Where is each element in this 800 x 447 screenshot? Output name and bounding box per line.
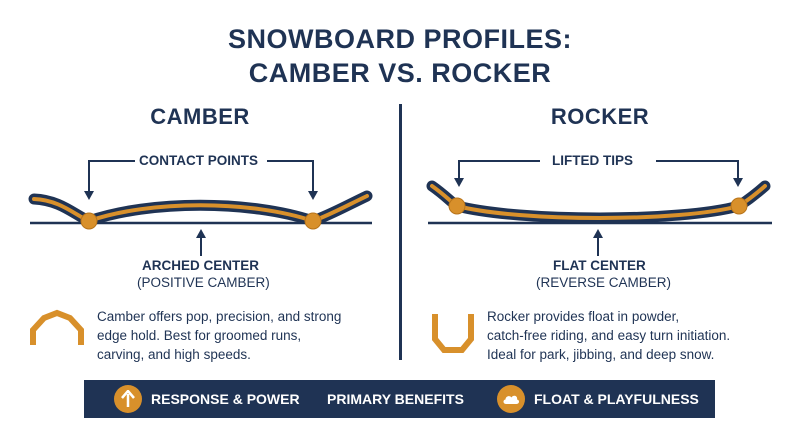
benefit-response-power: RESPONSE & POWER (114, 380, 300, 418)
benefit-float-playfulness-label: FLOAT & PLAYFULNESS (534, 391, 699, 407)
camber-board-core (32, 194, 369, 224)
rocker-callout-flat-center: FLAT CENTER (553, 258, 646, 273)
camber-callout-contact-points: CONTACT POINTS (139, 153, 258, 168)
camber-description-line-2: edge hold. Best for groomed runs, (97, 328, 302, 343)
rocker-callout-lifted-tips: LIFTED TIPS (552, 153, 633, 168)
title-line-2: CAMBER VS. ROCKER (248, 58, 552, 88)
rocker-arrow-right-head (733, 178, 743, 187)
rocker-arrow-right-line (656, 160, 739, 180)
benefit-response-power-label: RESPONSE & POWER (151, 391, 300, 407)
primary-benefits-label: PRIMARY BENEFITS (327, 380, 464, 418)
camber-center-arrow-head (196, 229, 206, 238)
page-title: SNOWBOARD PROFILES: CAMBER VS. ROCKER (0, 22, 800, 90)
camber-contact-point-left (80, 212, 98, 230)
rocker-callout-subtitle: (REVERSE CAMBER) (536, 275, 672, 290)
camber-arrow-left-head (84, 191, 94, 200)
rocker-center-arrow-head (593, 229, 603, 238)
rocker-description-line-2: catch-free riding, and easy turn initiat… (487, 328, 731, 343)
rocker-arrow-left-line (458, 160, 540, 180)
cloud-icon (497, 385, 525, 413)
benefit-float-playfulness: FLOAT & PLAYFULNESS (497, 380, 699, 418)
rocker-description-line-1: Rocker provides float in powder, (487, 309, 680, 324)
column-divider (399, 104, 402, 360)
camber-description-line-3: carving, and high speeds. (97, 347, 251, 362)
camber-callout-arched-center: ARCHED CENTER (142, 258, 260, 273)
title-line-1: SNOWBOARD PROFILES: (228, 24, 572, 54)
camber-description-line-1: Camber offers pop, precision, and strong (97, 309, 342, 324)
rocker-board-outline (426, 180, 771, 224)
rocker-description: Rocker provides float in powder, catch-f… (487, 307, 730, 364)
camber-callout-subtitle: (POSITIVE CAMBER) (137, 275, 270, 290)
arch-icon (30, 309, 84, 345)
benefits-banner: RESPONSE & POWER PRIMARY BENEFITS FLOAT … (84, 380, 715, 418)
rocker-arrow-left-head (454, 178, 464, 187)
rocker-description-line-3: Ideal for park, jibbing, and deep snow. (487, 347, 715, 362)
camber-arrow-left-line (88, 160, 135, 193)
camber-diagram (28, 160, 373, 256)
rocker-tip-point-right (730, 197, 748, 215)
up-arrow-icon (114, 385, 142, 413)
camber-heading: CAMBER (150, 104, 250, 129)
rocker-diagram (426, 160, 772, 256)
camber-arrow-right-head (308, 191, 318, 200)
rocker-tip-point-left (448, 197, 466, 215)
camber-contact-point-right (304, 212, 322, 230)
camber-arrow-right-line (267, 160, 314, 193)
camber-description: Camber offers pop, precision, and strong… (97, 307, 341, 364)
primary-benefits-text: PRIMARY BENEFITS (327, 391, 464, 407)
rocker-heading: ROCKER (550, 104, 650, 129)
u-shape-icon (432, 314, 474, 353)
